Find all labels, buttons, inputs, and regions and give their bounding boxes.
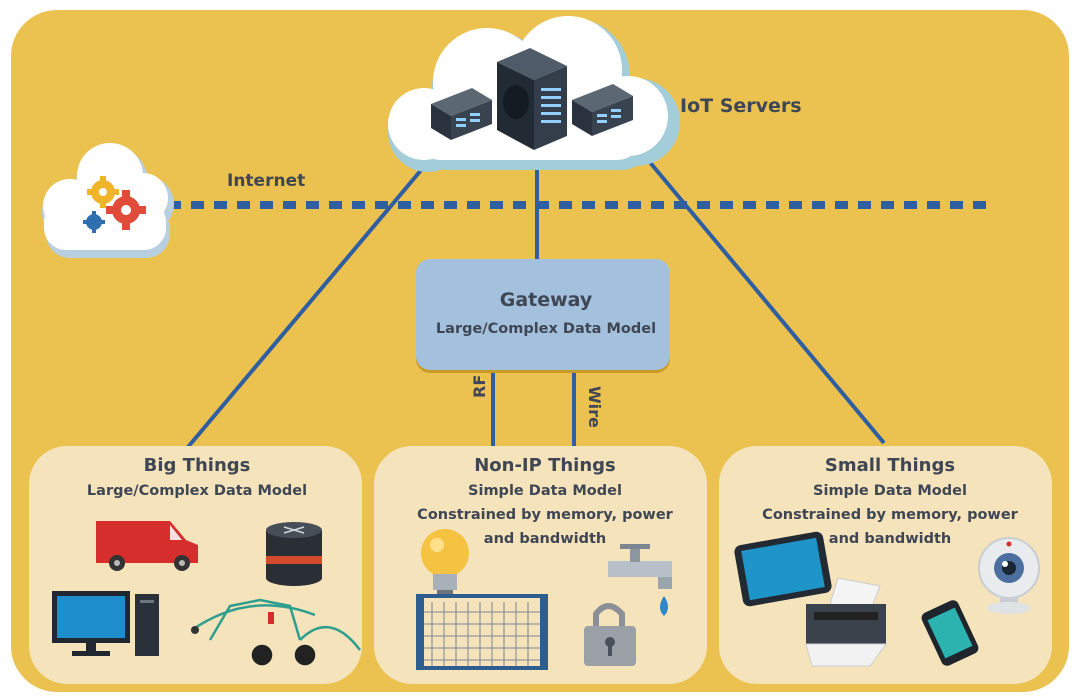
rf-label: RF (470, 374, 489, 398)
nonip-things-line3: and bandwidth (483, 531, 607, 547)
padlock-icon (584, 603, 636, 666)
gateway-box (416, 259, 670, 370)
router-icon (266, 522, 322, 586)
small-things-line2: Constrained by memory, power (762, 507, 1018, 523)
small-things-line3: and bandwidth (828, 531, 952, 547)
tablet-icon (734, 531, 832, 607)
nonip-things-title: Non-IP Things (474, 455, 616, 476)
smartphone-icon (921, 600, 979, 666)
gateway-subtitle: Large/Complex Data Model (435, 321, 657, 337)
small-things-line1: Simple Data Model (813, 483, 967, 499)
link-servers-small-things (636, 146, 886, 445)
gate-icon (416, 594, 548, 670)
nonip-things-line2: Constrained by memory, power (417, 507, 673, 523)
van-icon (96, 521, 198, 571)
light-bulb-icon (421, 529, 469, 596)
internet-label: Internet (227, 171, 306, 191)
desktop-computer-icon (52, 591, 159, 656)
gateway-title: Gateway (499, 289, 593, 311)
panel-small-things-bg (719, 446, 1052, 684)
big-things-title: Big Things (143, 455, 251, 476)
connection-lines (186, 146, 886, 449)
iot-servers-label: IoT Servers (680, 95, 802, 117)
irrigation-cart-icon (191, 598, 361, 666)
link-servers-big-things (186, 148, 440, 449)
water-faucet-icon (608, 544, 672, 616)
cloud-servers-icon (388, 16, 680, 172)
wire-label: Wire (585, 386, 604, 428)
small-things-title: Small Things (824, 455, 956, 476)
nonip-things-line1: Simple Data Model (468, 483, 622, 499)
printer-icon (805, 577, 887, 667)
big-things-line1: Large/Complex Data Model (86, 483, 308, 499)
webcam-icon (978, 537, 1040, 614)
cloud-gears-icon (42, 143, 174, 258)
